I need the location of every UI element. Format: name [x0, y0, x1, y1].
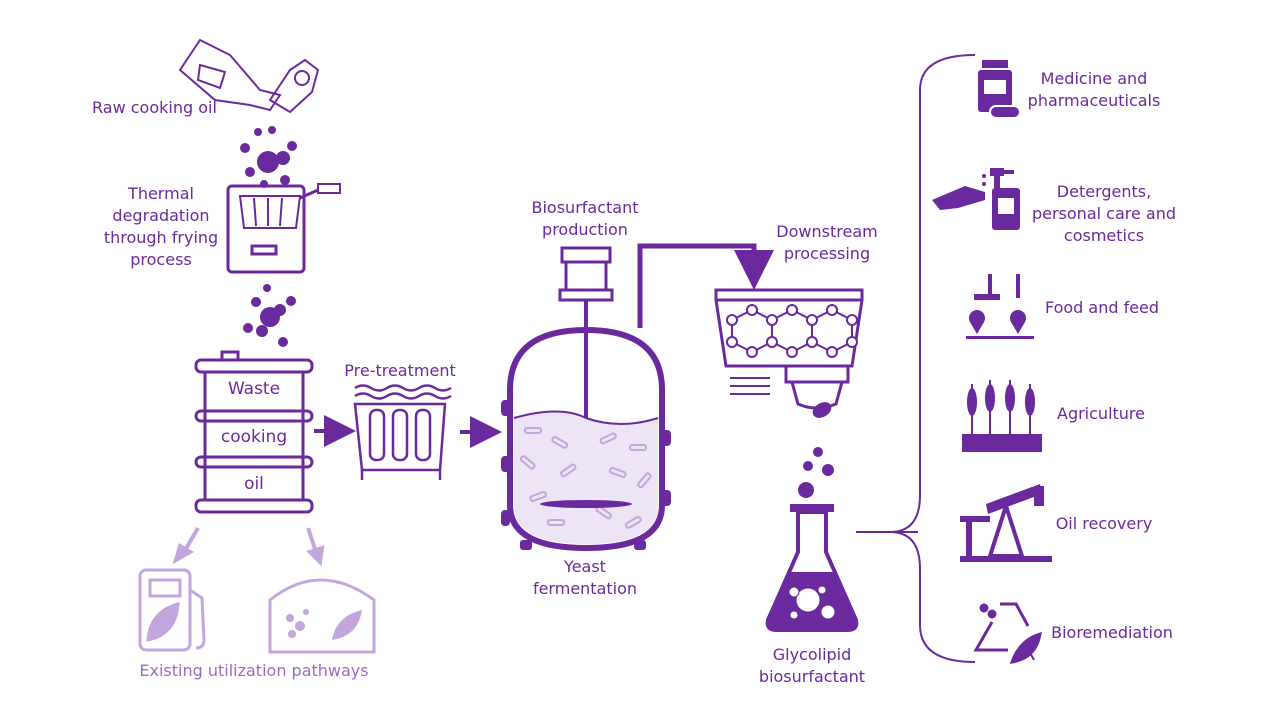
bioreactor-icon [501, 246, 671, 552]
thermal-line-2: degradation [112, 206, 210, 225]
fuel-pump-icon [138, 568, 206, 652]
oil-bottles-icon [178, 38, 320, 114]
barrel-bubbles-icon [243, 284, 296, 347]
detergents-line-2: personal care and [1031, 204, 1177, 223]
glycolipid-line-2: biosurfactant [758, 667, 866, 686]
medicine-line-1: Medicine and [1040, 69, 1148, 88]
pretreatment-filter-icon [353, 384, 452, 480]
downstream-processing-icon [714, 288, 864, 418]
label-thermal-degradation: Thermal degradation through frying proce… [100, 183, 222, 271]
biosurf-line-1: Biosurfactant [531, 198, 639, 217]
label-glycolipid-biosurfactant: Glycolipid biosurfactant [752, 644, 872, 688]
applications-brace [889, 54, 976, 663]
oil-pump-icon [960, 484, 1052, 562]
app-label-food: Food and feed [1044, 298, 1160, 317]
biogas-digester-icon [268, 578, 376, 654]
label-yeast-fermentation: Yeast fermentation [520, 556, 650, 600]
thermal-line-3: through frying [103, 228, 219, 247]
existing-pathway-arrows [172, 526, 325, 567]
oil-bubbles-icon [240, 126, 297, 188]
wheat-icon [962, 380, 1042, 452]
yeast-line-1: Yeast [564, 557, 606, 576]
waste-oil-barrel-icon [194, 350, 314, 514]
ice-cream-machine-icon [966, 274, 1034, 339]
label-pretreatment: Pre-treatment [344, 361, 456, 380]
app-label-bioremediation: Bioremediation [1051, 623, 1173, 642]
app-label-detergents: Detergents, personal care and cosmetics [1030, 181, 1178, 247]
yeast-line-2: fermentation [532, 579, 638, 598]
label-raw-cooking-oil: Raw cooking oil [92, 98, 217, 117]
label-biosurfactant-production: Biosurfactant production [520, 197, 650, 241]
glycolipid-line-1: Glycolipid [772, 645, 852, 664]
app-label-medicine: Medicine and pharmaceuticals [1022, 68, 1166, 112]
app-label-oil-recovery: Oil recovery [1055, 514, 1153, 533]
label-downstream-processing: Downstream processing [766, 221, 888, 265]
detergents-line-3: cosmetics [1063, 226, 1145, 245]
downstream-line-2: processing [783, 244, 871, 263]
thermal-line-1: Thermal [128, 184, 194, 203]
thermal-line-4: process [130, 250, 192, 269]
pipe-to-downstream [637, 243, 774, 328]
biosurf-line-2: production [542, 220, 628, 239]
medicine-line-2: pharmaceuticals [1027, 91, 1161, 110]
barrel-label-waste: Waste [227, 379, 281, 399]
barrel-label-cooking: cooking [220, 427, 288, 447]
detergents-line-1: Detergents, [1056, 182, 1152, 201]
downstream-line-1: Downstream [776, 222, 878, 241]
glycolipid-flask-icon [765, 504, 918, 632]
app-label-agriculture: Agriculture [1057, 404, 1145, 423]
label-existing-pathways: Existing utilization pathways [139, 661, 369, 680]
fryer-icon [226, 183, 341, 274]
medicine-icon [978, 60, 1021, 119]
recycle-leaf-icon [973, 602, 1042, 664]
soap-dispenser-icon [932, 168, 1020, 230]
product-drops-icon [798, 447, 834, 498]
barrel-label-oil: oil [244, 474, 264, 494]
